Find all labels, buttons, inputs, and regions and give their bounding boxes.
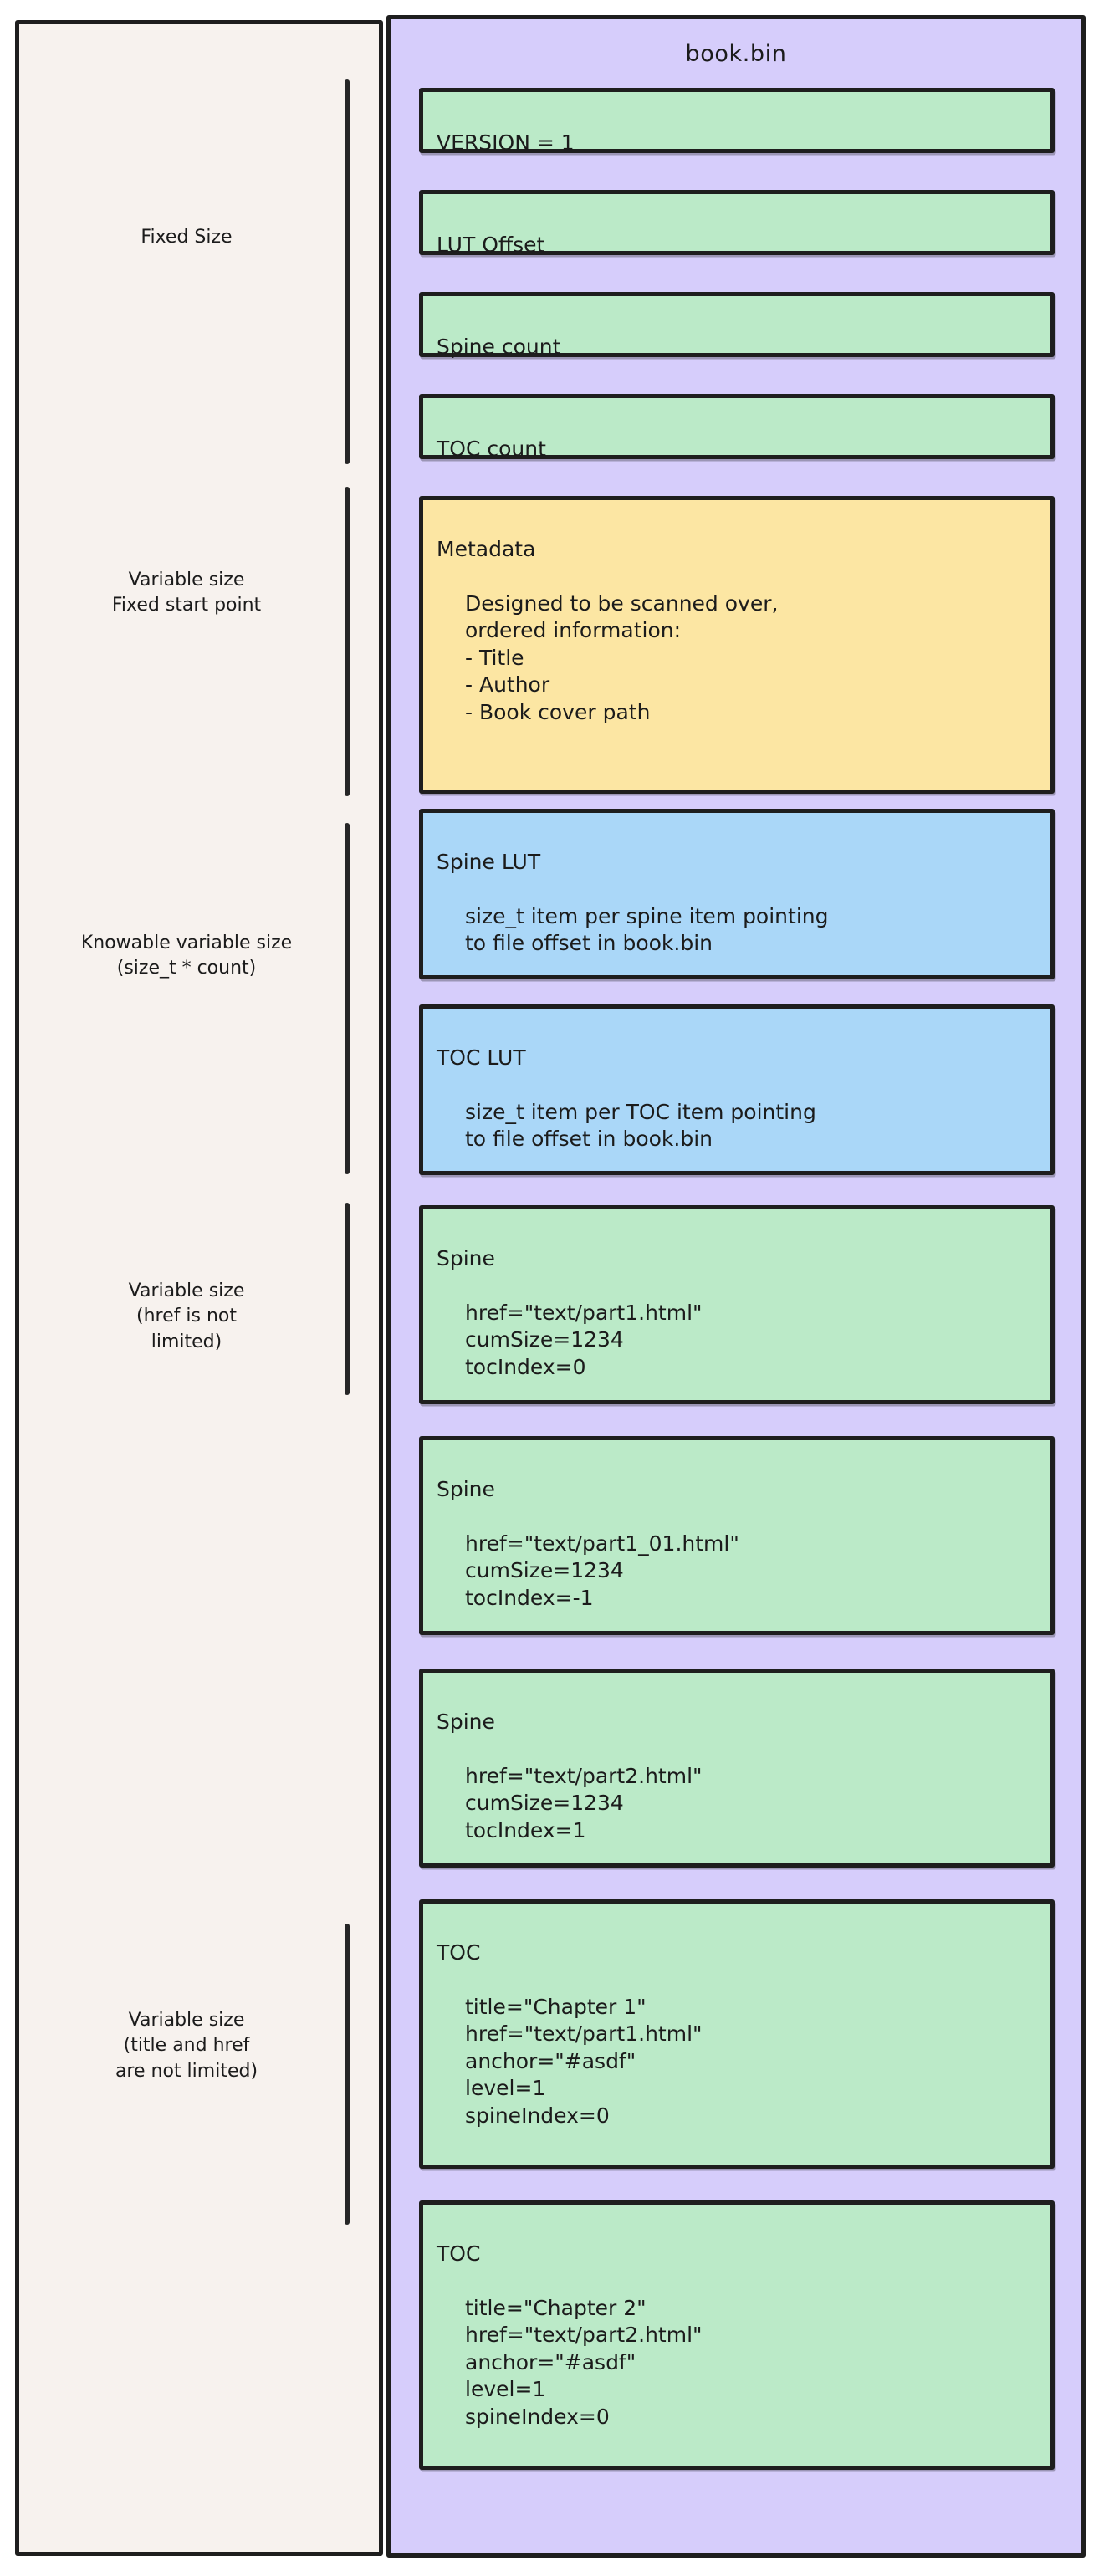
section-spine-item-2-body: href="text/part1_01.html" cumSize=1234 t…: [465, 1531, 739, 1610]
section-toc-count-title: TOC count: [437, 436, 546, 461]
section-spine-item-2-title: Spine: [437, 1476, 495, 1501]
section-spine-item-2[interactable]: Spine href="text/part1_01.html" cumSize=…: [419, 1436, 1055, 1635]
section-spine-count[interactable]: Spine count: [419, 292, 1055, 359]
page-title: book.bin: [685, 41, 787, 67]
group-label-knowable-variable-size: Knowable variable size (size_t * count): [80, 933, 293, 979]
bracket-variable-fixed-start: [345, 487, 350, 796]
section-metadata[interactable]: Metadata Designed to be scanned over, or…: [419, 496, 1055, 794]
size-category-panel: Fixed Size Variable size Fixed start poi…: [15, 20, 383, 2556]
bracket-knowable-variable: [345, 823, 350, 1174]
group-label-variable-size-title-href: Variable size (title and href are not li…: [115, 2010, 258, 2082]
section-version-title: VERSION = 1: [437, 130, 575, 155]
bracket-variable-href: [345, 1203, 350, 1395]
section-metadata-title: Metadata: [437, 536, 536, 561]
section-toc-item-2-body: title="Chapter 2" href="text/part2.html"…: [465, 2295, 703, 2429]
section-spine-lut-title: Spine LUT: [437, 849, 541, 874]
section-lut-offset-title: LUT Offset: [437, 232, 545, 257]
section-toc-item-1-body: title="Chapter 1" href="text/part1.html"…: [465, 1994, 703, 2128]
section-spine-count-title: Spine count: [437, 334, 561, 359]
section-toc-lut-title: TOC LUT: [437, 1045, 526, 1070]
section-spine-item-3-body: href="text/part2.html" cumSize=1234 tocI…: [465, 1763, 703, 1843]
group-label-variable-size-fixed-start: Variable size Fixed start point: [111, 570, 262, 616]
bracket-fixed-size: [345, 79, 350, 464]
bracket-variable-title-href: [345, 1924, 350, 2225]
section-metadata-body: Designed to be scanned over, ordered inf…: [465, 590, 779, 724]
section-spine-item-1[interactable]: Spine href="text/part1.html" cumSize=123…: [419, 1205, 1055, 1404]
group-label-fixed-size: Fixed Size: [141, 227, 233, 248]
section-spine-lut[interactable]: Spine LUT size_t item per spine item poi…: [419, 809, 1055, 979]
section-toc-lut[interactable]: TOC LUT size_t item per TOC item pointin…: [419, 1004, 1055, 1175]
section-spine-lut-body: size_t item per spine item pointing to f…: [465, 903, 829, 956]
section-toc-item-1-title: TOC: [437, 1940, 481, 1965]
section-spine-item-1-title: Spine: [437, 1245, 495, 1270]
section-spine-item-1-body: href="text/part1.html" cumSize=1234 tocI…: [465, 1300, 703, 1379]
section-toc-count[interactable]: TOC count: [419, 394, 1055, 461]
section-toc-item-2-title: TOC: [437, 2241, 481, 2266]
book-bin-panel: book.bin VERSION = 1 LUT Offset Spine co…: [386, 15, 1086, 2558]
section-spine-item-3-title: Spine: [437, 1709, 495, 1734]
section-toc-lut-body: size_t item per TOC item pointing to fil…: [465, 1099, 816, 1152]
section-toc-item-1[interactable]: TOC title="Chapter 1" href="text/part1.h…: [419, 1899, 1055, 2169]
group-label-variable-size-href: Variable size (href is not limited): [128, 1280, 245, 1352]
section-lut-offset[interactable]: LUT Offset: [419, 190, 1055, 257]
section-version[interactable]: VERSION = 1: [419, 88, 1055, 155]
section-toc-item-2[interactable]: TOC title="Chapter 2" href="text/part2.h…: [419, 2200, 1055, 2470]
section-spine-item-3[interactable]: Spine href="text/part2.html" cumSize=123…: [419, 1669, 1055, 1868]
